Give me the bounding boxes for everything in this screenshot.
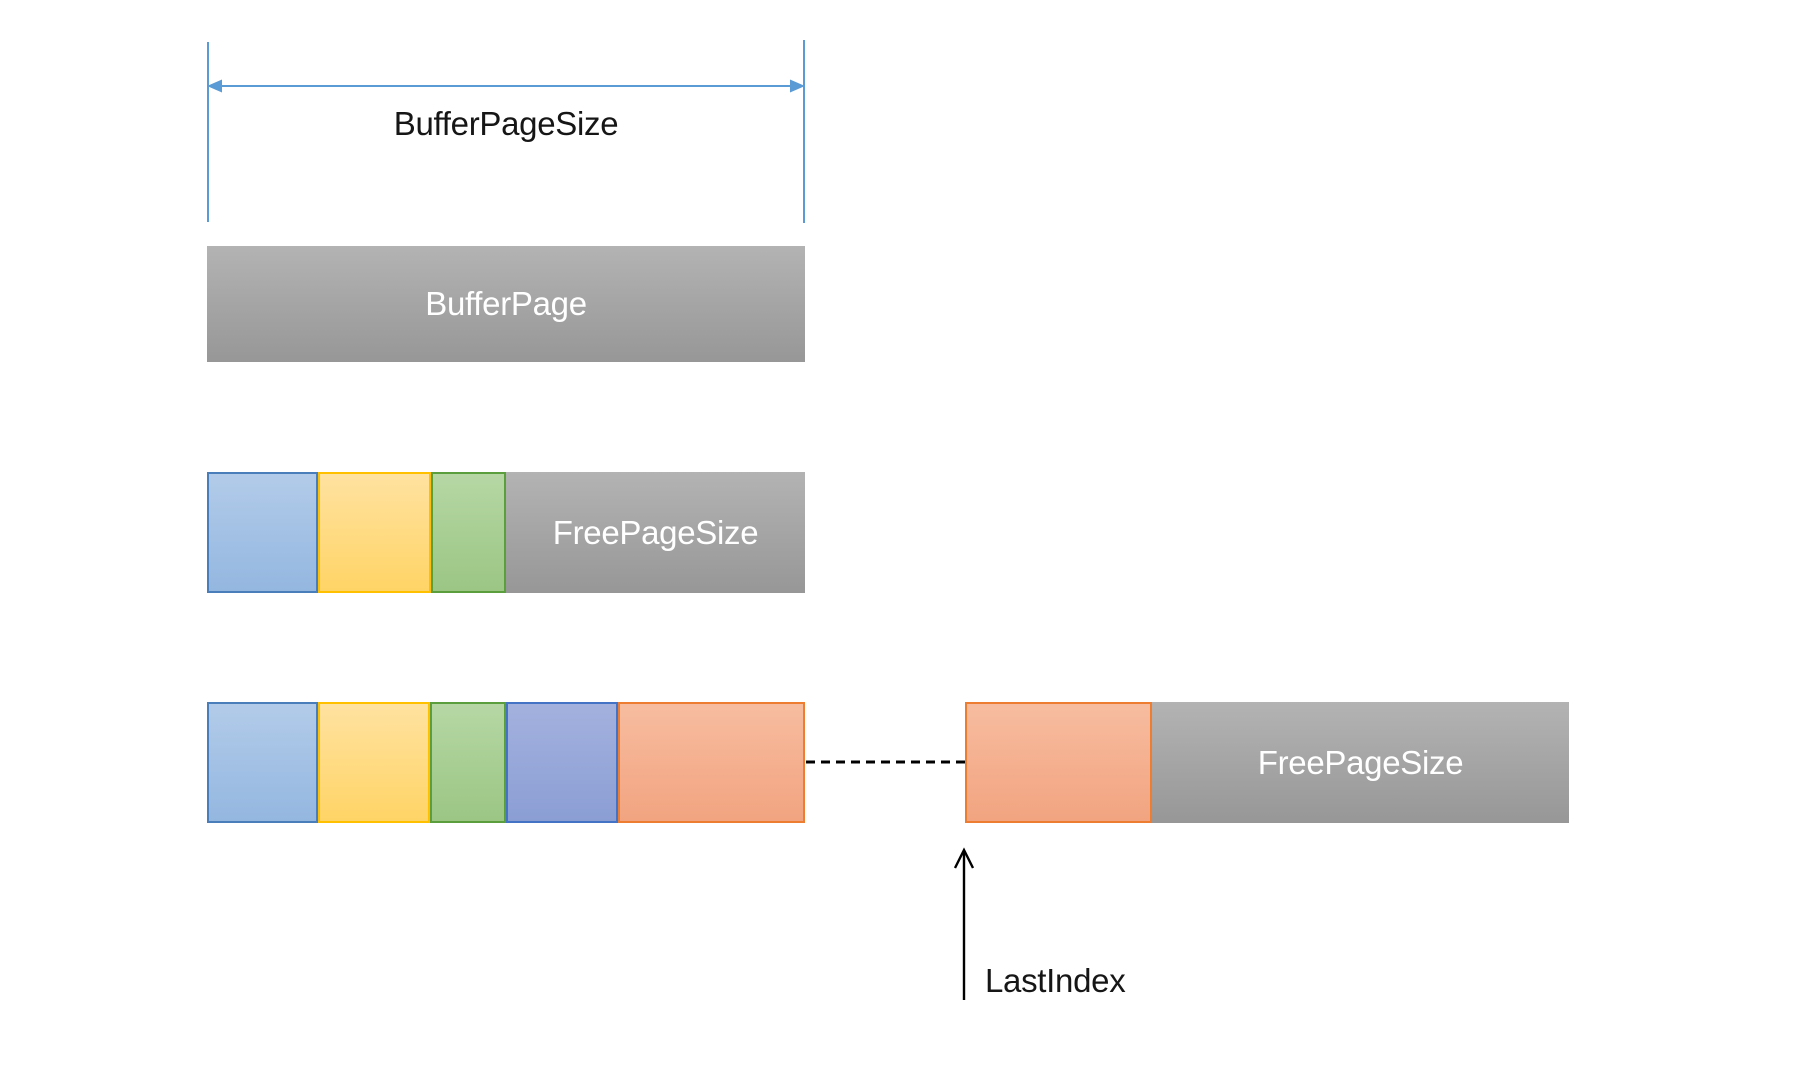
page-block-gray: FreePageSize: [1152, 702, 1569, 823]
page-block-yellow: [318, 702, 430, 823]
full-page-row-right-label: FreePageSize: [1257, 743, 1464, 781]
full-page-row-right: FreePageSize: [965, 702, 1569, 823]
full-page-row-left: [207, 702, 805, 823]
measure-guide-left: [207, 42, 209, 222]
page-block-blue: [207, 472, 318, 593]
measure-guide-right: [803, 40, 805, 223]
page-block-yellow: [318, 472, 431, 593]
buffer-page-size-label: BufferPageSize: [393, 105, 619, 142]
page-block-gray: BufferPage: [207, 246, 805, 362]
last-index-arrow-icon: [953, 847, 975, 1000]
partially-used-page-row-label: FreePageSize: [552, 513, 759, 551]
page-block-green: [431, 472, 506, 593]
page-block-blue: [207, 702, 318, 823]
page-block-orange: [965, 702, 1152, 823]
page-block-purple: [506, 702, 618, 823]
buffer-page-row-label: BufferPage: [425, 285, 587, 322]
double-arrow-icon: [207, 79, 805, 93]
page-block-gray: FreePageSize: [506, 472, 805, 593]
page-block-orange: [618, 702, 805, 823]
partially-used-page-row: FreePageSize: [207, 472, 805, 593]
buffer-page-row: BufferPage: [207, 246, 805, 362]
last-index-label: LastIndex: [985, 962, 1126, 999]
page-block-green: [430, 702, 506, 823]
dashed-connector-line: [806, 760, 965, 764]
